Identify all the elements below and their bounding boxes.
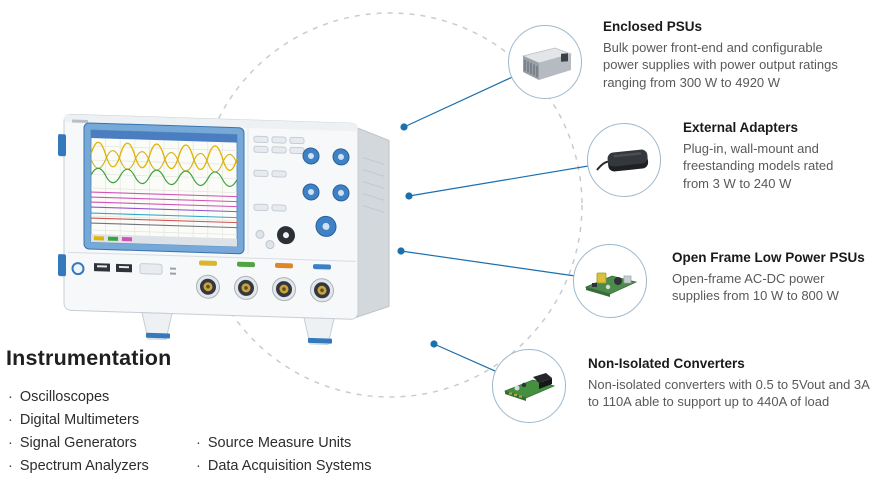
instrumentation-title: Instrumentation: [6, 346, 172, 370]
list-item: · Digital Multimeters: [8, 409, 149, 432]
oscilloscope-svg: [58, 113, 390, 345]
list-item: · Spectrum Analyzers: [8, 455, 149, 478]
callout-description: Open-frame AC-DC power supplies from 10 …: [672, 271, 839, 304]
instrumentation-list-col2: · Source Measure Units · Data Acquisition …: [196, 432, 371, 478]
callout-title: External Adapters: [683, 120, 799, 135]
bullet: ·: [8, 435, 13, 451]
callout-title: Enclosed PSUs: [603, 19, 703, 34]
list-item: · Source Measure Units: [196, 432, 371, 455]
connector-dot-2: [405, 192, 413, 200]
callout-description: Bulk power front-end and configurable po…: [603, 40, 838, 90]
list-item-label: Oscilloscopes: [19, 389, 110, 405]
external-adapter-icon: [596, 149, 649, 172]
bullet: ·: [196, 458, 201, 474]
connector-dot-4: [430, 340, 438, 348]
callout-enclosed-psus: Enclosed PSUs Bulk power front-end and c…: [603, 19, 838, 91]
list-item-label: Signal Generators: [19, 435, 137, 451]
oscilloscope-illustration: [58, 106, 403, 361]
external-adapter-image: [587, 123, 661, 197]
dashed-circle: [197, 12, 583, 398]
list-item-label: Data Acquisition Systems: [207, 458, 372, 474]
bullet: ·: [196, 435, 201, 451]
instrumentation-list-col1: · Oscilloscopes · Digital Multimeters · Sig…: [8, 386, 149, 478]
list-item: · Oscilloscopes: [8, 386, 149, 409]
callout-description: Plug-in, wall-mount and freestanding mod…: [683, 141, 834, 191]
callout-description: Non-isolated converters with 0.5 to 5Vou…: [588, 377, 870, 410]
callout-title: Open Frame Low Power PSUs: [672, 250, 865, 265]
enclosed-psu-image: [508, 25, 582, 99]
callout-open-frame-psus: Open Frame Low Power PSUs Open-frame AC-…: [672, 250, 868, 305]
callout-title: Non-Isolated Converters: [588, 356, 745, 371]
list-item: · Data Acquisition Systems: [196, 455, 371, 478]
callout-non-isolated-converters: Non-Isolated Converters Non-isolated con…: [588, 356, 879, 411]
list-item: · Signal Generators: [8, 432, 149, 455]
list-item-label: Source Measure Units: [207, 435, 352, 451]
list-item-label: Spectrum Analyzers: [19, 458, 149, 474]
callout-external-adapters: External Adapters Plug-in, wall-mount an…: [683, 120, 861, 192]
non-isolated-converter-icon: [503, 373, 556, 401]
bullet: ·: [8, 412, 13, 428]
open-frame-psu-icon: [584, 272, 638, 297]
open-frame-psu-image: [573, 244, 647, 318]
list-item-label: Digital Multimeters: [19, 412, 140, 428]
bullet: ·: [8, 389, 13, 405]
enclosed-psu-icon: [521, 47, 573, 80]
connector-dot-3: [397, 247, 405, 255]
non-isolated-converter-image: [492, 349, 566, 423]
connector-dot-1: [400, 123, 408, 131]
bullet: ·: [8, 458, 13, 474]
